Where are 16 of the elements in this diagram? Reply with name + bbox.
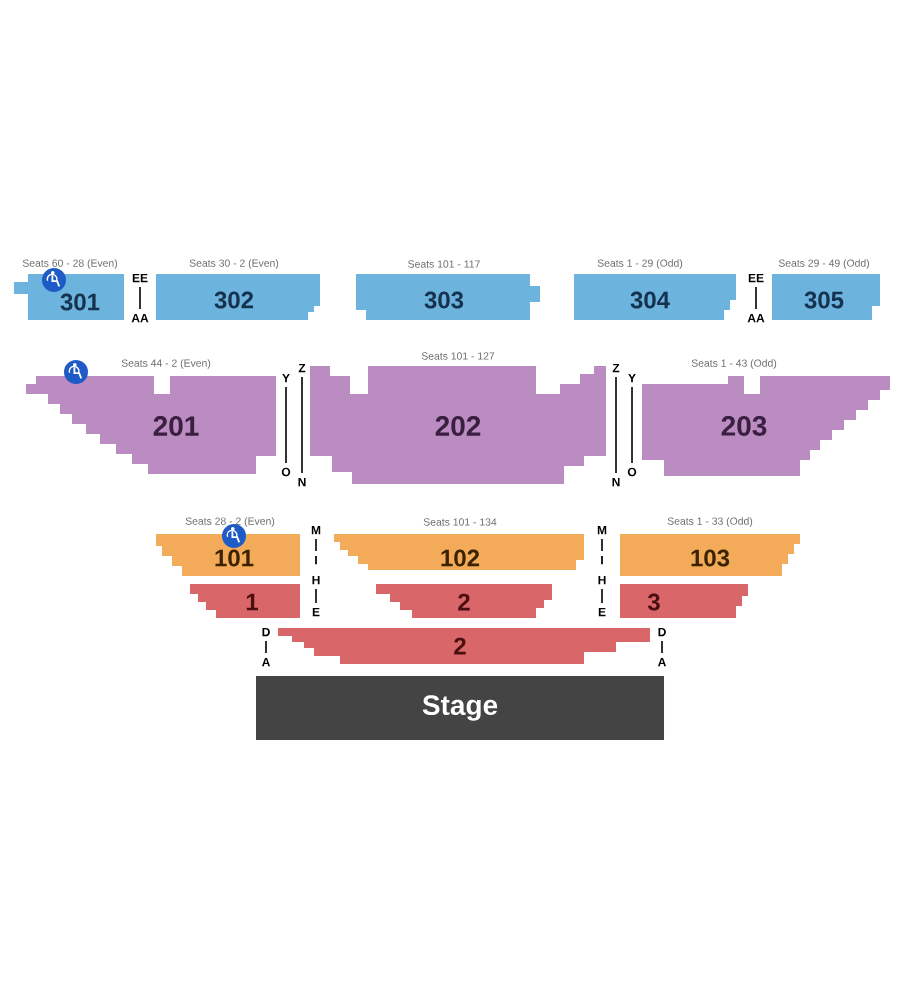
stage-block: Stage bbox=[256, 676, 664, 740]
seating-section: 101 bbox=[156, 534, 300, 576]
seating-section: 301 bbox=[14, 274, 124, 320]
seating-section: 203 bbox=[642, 376, 890, 476]
seating-section: 202 bbox=[310, 366, 606, 484]
seating-section: 304 bbox=[574, 274, 736, 320]
seating-section: 2 bbox=[278, 628, 650, 664]
seating-section: 302 bbox=[156, 274, 320, 320]
seating-section: 305 bbox=[772, 274, 880, 320]
seating-section: 1 bbox=[190, 584, 300, 618]
seating-section: 201 bbox=[26, 376, 276, 474]
seating-section: 3 bbox=[620, 584, 748, 618]
seating-section: 2 bbox=[376, 584, 552, 618]
seating-section: 303 bbox=[356, 274, 540, 320]
seating-section: 102 bbox=[334, 534, 584, 570]
seating-section: 103 bbox=[620, 534, 800, 576]
